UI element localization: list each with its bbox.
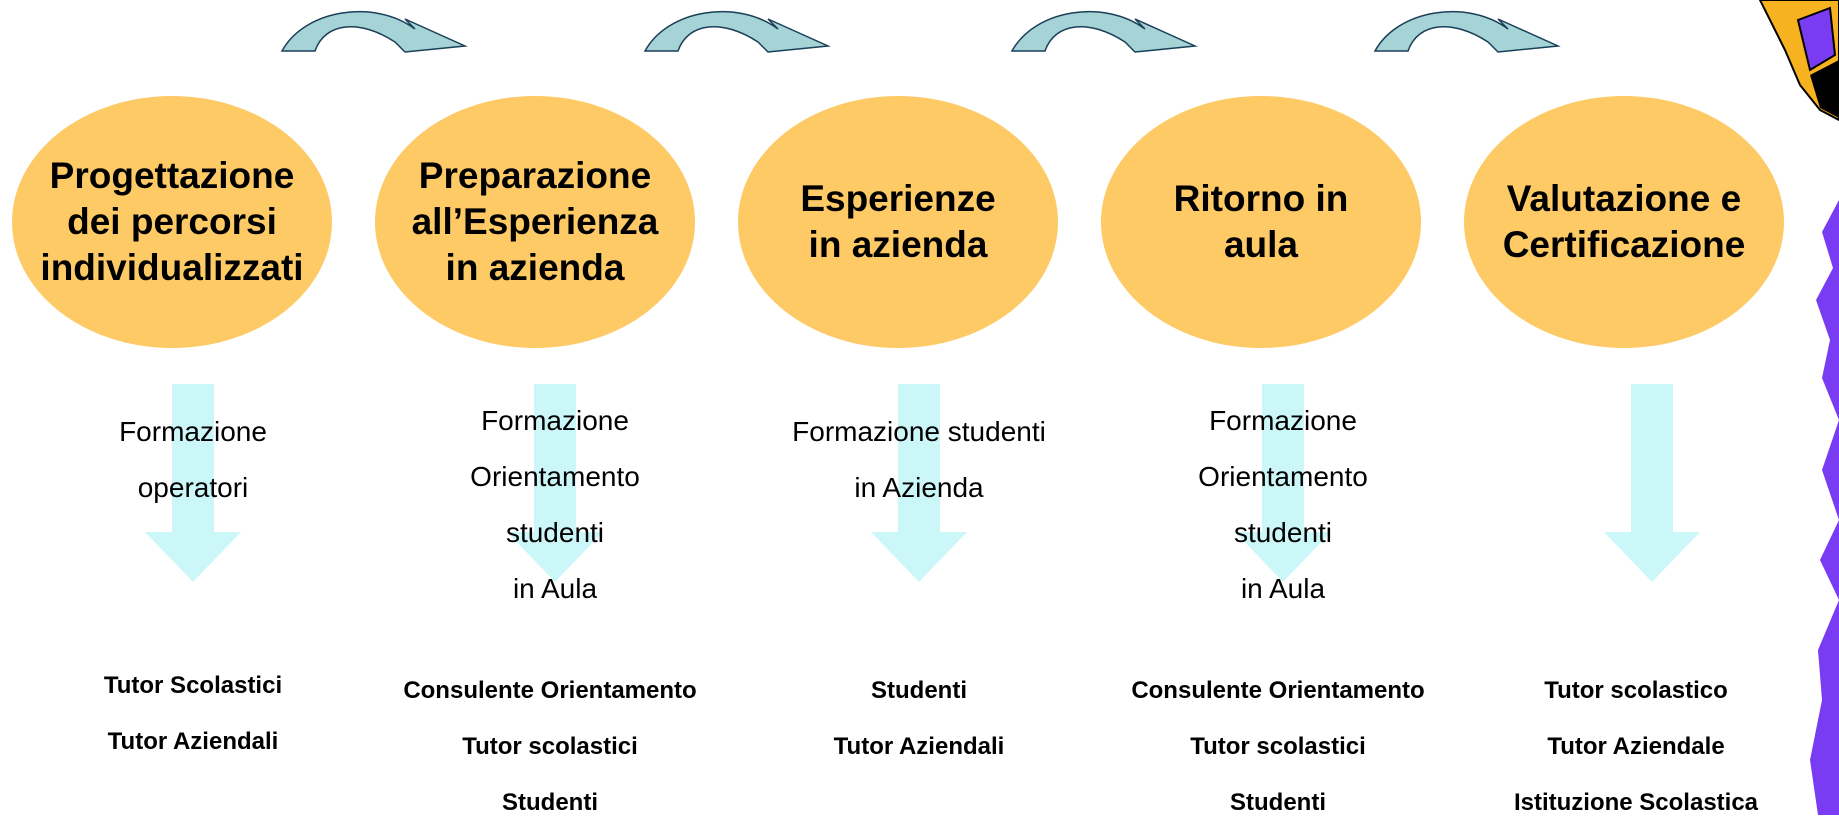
phase-2-ellipse: Preparazione all’Esperienza in azienda: [375, 96, 695, 348]
phase-2-title: Preparazione all’Esperienza in azienda: [411, 155, 659, 288]
curved-arrow-3-to-4: [1010, 10, 1198, 53]
pencil-decoration-icon: [1758, 0, 1839, 815]
phase-3-ellipse: Esperienze in azienda: [738, 96, 1058, 348]
phase-5-roles: Tutor scolastico Tutor Aziendale Istituz…: [1513, 677, 1759, 816]
phase-5-title: Valutazione e Certificazione: [1502, 178, 1746, 265]
phase-3-roles: Studenti Tutor Aziendali: [833, 677, 1005, 760]
phase-5-ellipse: Valutazione e Certificazione: [1464, 96, 1784, 348]
phase-3-description: Formazione studenti in Azienda: [792, 416, 1046, 503]
curved-arrow-1-to-2: [280, 10, 468, 53]
phase-2-roles: Consulente Orientamento Tutor scolastici…: [403, 677, 697, 816]
phase-4-title: Ritorno in aula: [1173, 178, 1349, 265]
phase-4-ellipse: Ritorno in aula: [1101, 96, 1421, 348]
curved-arrow-2-to-3: [643, 10, 831, 53]
phase-2-description: Formazione Orientamento studenti in Aula: [470, 405, 640, 604]
phase-1-description: Formazione operatori: [119, 416, 267, 503]
phase-1-title: Progettazione dei percorsi individualizz…: [40, 155, 304, 288]
phase-4-roles: Consulente Orientamento Tutor scolastici…: [1131, 677, 1425, 816]
phase-4-description: Formazione Orientamento studenti in Aula: [1198, 405, 1368, 604]
down-arrow-1: [145, 384, 241, 582]
down-arrow-2: [507, 384, 603, 582]
down-arrow-3: [871, 384, 967, 582]
down-arrow-5: [1604, 384, 1700, 582]
phase-1-roles: Tutor Scolastici Tutor Aziendali: [103, 672, 283, 755]
phase-1-ellipse: Progettazione dei percorsi individualizz…: [12, 96, 332, 348]
down-arrow-4: [1235, 384, 1331, 582]
phase-3-title: Esperienze in azienda: [800, 178, 996, 265]
curved-arrow-4-to-5: [1373, 10, 1561, 53]
